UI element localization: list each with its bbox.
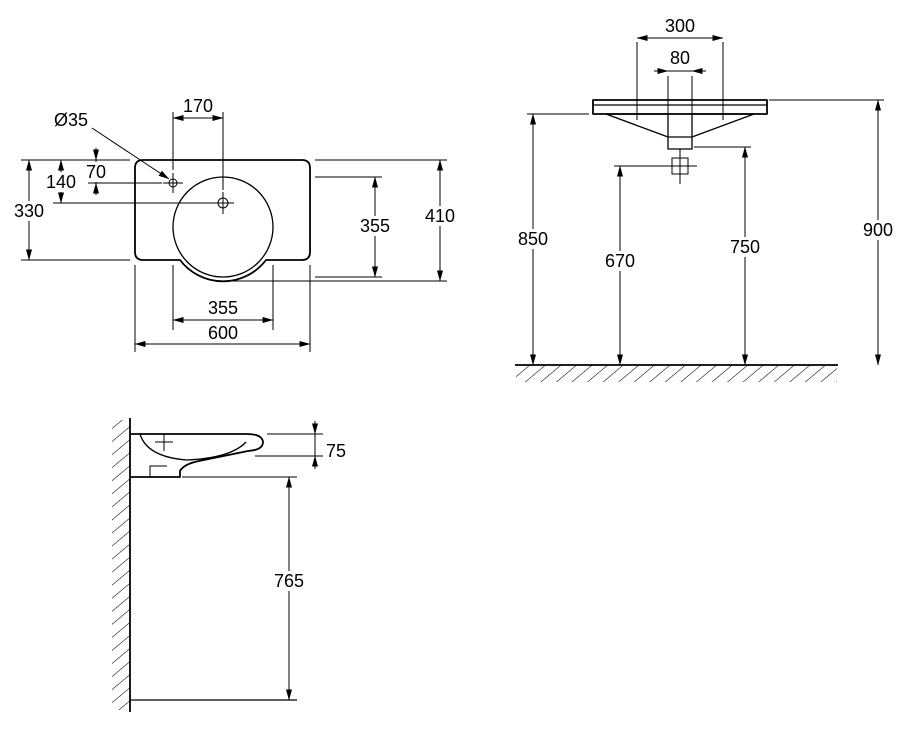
basin-width-label: 355 [208, 298, 238, 318]
dim-bottom-group: 355 600 [134, 265, 311, 352]
plan-view: Ø35 170 70 140 330 [11, 96, 458, 352]
sink-outline [134, 159, 311, 283]
trap-height-label: 670 [605, 251, 635, 271]
clearance-height-label: 765 [274, 571, 304, 591]
dim-rim-height: 900 [769, 99, 896, 366]
fixing-centers-label: 300 [665, 16, 695, 36]
dim-right-group: 355 410 [232, 159, 458, 282]
dim-front-edge-depth: 75 [255, 421, 346, 469]
dim-outlet-height: 750 [694, 146, 763, 366]
dim-drain-width: 80 [654, 48, 706, 135]
tap-diameter-label: Ø35 [54, 110, 88, 130]
dim-trap-height: 670 [602, 165, 663, 366]
rim-height-label: 900 [863, 220, 893, 240]
dim-tap-to-center: 170 [172, 96, 224, 190]
wall-bracket [149, 465, 167, 477]
rim-front [592, 99, 768, 115]
dim-underside-height: 850 [515, 113, 589, 366]
floor-hatch [516, 365, 837, 382]
dim-tap-diameter: Ø35 [54, 110, 170, 180]
dim-left-group: 70 140 330 [11, 148, 212, 261]
front-edge-depth-label: 75 [326, 441, 346, 461]
tap-centerline-icon [155, 434, 173, 451]
overall-width-label: 600 [208, 323, 238, 343]
drain-box [667, 136, 693, 150]
front-view: 300 80 850 670 750 [515, 16, 896, 382]
dim-fixing-centers: 300 [636, 16, 724, 120]
tap-hole-icon [163, 173, 183, 193]
basin-depth-label: 355 [360, 216, 390, 236]
tap-to-center-label: 170 [183, 96, 213, 116]
edge-to-tap-label: 70 [86, 162, 106, 182]
overall-depth-label: 410 [425, 206, 455, 226]
outlet-height-label: 750 [730, 237, 760, 257]
dim-clearance-height: 765 [182, 476, 307, 701]
wall-hatch [112, 420, 130, 710]
basin-profile [130, 433, 264, 478]
drain-width-label: 80 [670, 48, 690, 68]
edge-to-drain-label: 140 [46, 172, 76, 192]
underside-height-label: 850 [518, 229, 548, 249]
drain-center-icon [212, 192, 234, 214]
side-view: 75 765 [112, 418, 346, 712]
bowl-section [139, 433, 247, 461]
edge-to-front-label: 330 [14, 201, 44, 221]
